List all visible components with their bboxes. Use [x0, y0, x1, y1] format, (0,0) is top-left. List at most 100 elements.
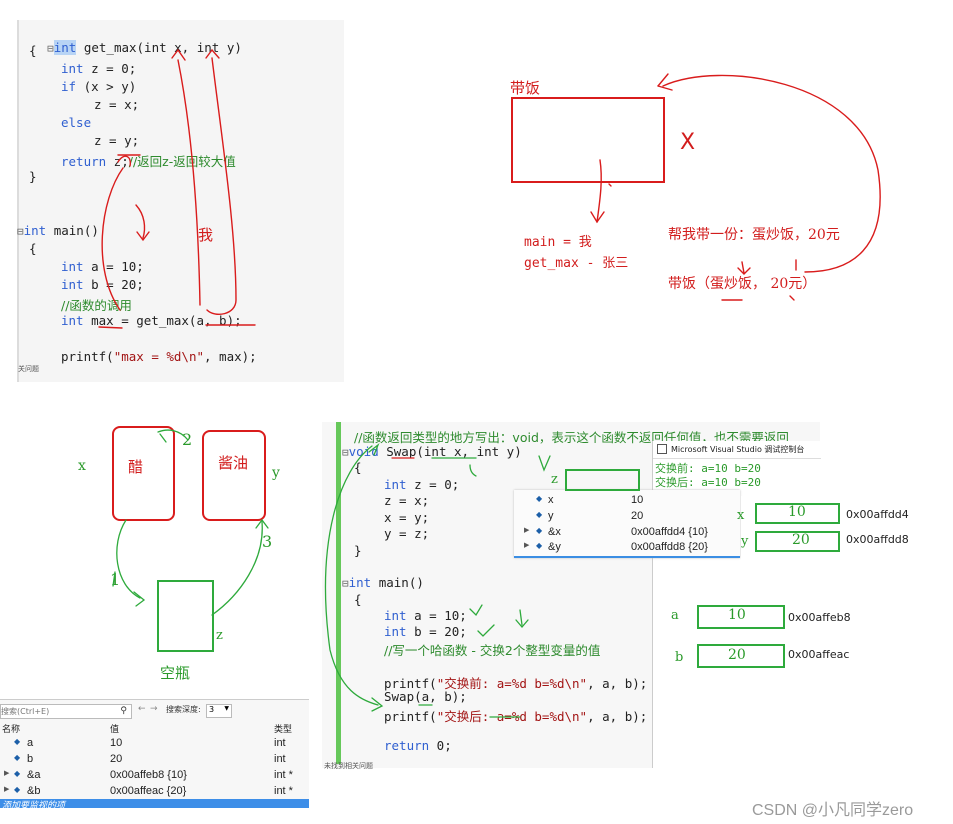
- fold-icon[interactable]: ⊟: [342, 577, 349, 590]
- code-text: get_max(int x, int y): [76, 40, 242, 55]
- label-soy: 酱油: [218, 454, 249, 472]
- fold-icon[interactable]: ⊟: [17, 225, 24, 238]
- table-row[interactable]: ▶ ◆ &y 0x00affdd8 {20}: [514, 541, 740, 556]
- header-value[interactable]: 值: [110, 724, 120, 734]
- code-line: printf("max = %d\n", max);: [61, 349, 257, 364]
- code-text: {: [29, 241, 37, 256]
- code-text: max = get_max(a, b);: [83, 313, 242, 328]
- table-row[interactable]: ▶ ◆ &b 0x00affeac {20} int *: [0, 785, 309, 801]
- label-main: main = 我: [524, 235, 592, 250]
- row-value: 10: [110, 737, 123, 749]
- code-line: return z;//返回z-返回较大值: [61, 151, 236, 170]
- mem-address: 0x00affdd4: [846, 508, 909, 521]
- depth-label: 搜索深度:: [166, 705, 201, 714]
- label-empty-bottle: 空瓶: [160, 664, 191, 682]
- bottle-soy: [202, 430, 266, 521]
- add-watch-text: 添加要监视的项: [2, 801, 66, 808]
- header-type[interactable]: 类型: [274, 724, 293, 734]
- code-line: x = y;: [384, 510, 429, 525]
- watermark: CSDN @小凡同学zero: [752, 802, 914, 819]
- depth-select[interactable]: 3 ▼: [206, 704, 232, 718]
- keyword: void: [348, 444, 379, 459]
- variable-icon: ◆: [536, 526, 543, 535]
- code-line: }: [354, 543, 362, 558]
- mem-value: 10: [788, 504, 806, 520]
- console-line: 交换后: a=10 b=20: [655, 476, 761, 489]
- code-line: //函数的调用: [61, 295, 132, 314]
- bottle-vinegar: [112, 426, 175, 521]
- code-line: z = x;: [384, 493, 429, 508]
- expand-icon[interactable]: ▶: [524, 542, 530, 549]
- table-row[interactable]: ◆ x 10: [514, 494, 740, 509]
- table-row[interactable]: ◆ a 10 int: [0, 737, 309, 753]
- mem-box: [697, 605, 785, 629]
- code-text: z = y;: [94, 133, 140, 148]
- code-text: {: [29, 43, 37, 58]
- row-name: x: [548, 494, 554, 506]
- table-row[interactable]: ◆ b 20 int: [0, 753, 309, 769]
- variable-icon: ◆: [536, 541, 543, 550]
- code-text: x = y;: [384, 510, 430, 525]
- console-title: Microsoft Visual Studio 调试控制台: [671, 445, 805, 454]
- search-icon[interactable]: ⚲: [120, 706, 127, 716]
- keyword: int: [61, 61, 84, 76]
- row-name: a: [27, 737, 34, 749]
- variable-icon: ◆: [14, 785, 21, 794]
- table-row[interactable]: ▶ ◆ &x 0x00affdd4 {10}: [514, 526, 740, 541]
- code-text: printf(: [384, 709, 437, 724]
- code-text: printf(: [61, 349, 114, 364]
- search-placeholder: 搜索(Ctrl+E): [1, 707, 50, 716]
- row-value: 20: [110, 753, 123, 765]
- fold-icon[interactable]: ⊟: [342, 446, 349, 459]
- mem-label: y: [741, 534, 749, 549]
- code-line: ⊟void Swap(int x, int y): [342, 444, 522, 459]
- row-name: y: [548, 510, 554, 522]
- expand-icon[interactable]: ▶: [4, 786, 10, 793]
- mem-address: 0x00affeac: [788, 648, 850, 661]
- bottle-empty: [157, 580, 214, 652]
- variable-icon: ◆: [536, 494, 543, 503]
- label-deliver: 带饭（蛋炒饭， 20元）: [668, 276, 817, 292]
- console-app-icon: [657, 444, 667, 454]
- code-text: y = z;: [384, 526, 430, 541]
- code-line: z = x;: [94, 97, 139, 112]
- label-vinegar: 醋: [128, 458, 144, 476]
- step-1: 1: [110, 570, 121, 589]
- keyword: return: [384, 738, 430, 753]
- label-z: z: [216, 628, 223, 643]
- expand-icon[interactable]: ▶: [524, 527, 530, 534]
- fold-icon[interactable]: ⊟: [47, 42, 54, 55]
- mem-label: b: [675, 650, 684, 665]
- code-text: Swap(int x, int y): [378, 444, 522, 459]
- expand-icon[interactable]: ▶: [4, 770, 10, 777]
- keyword: int: [348, 575, 372, 590]
- code-text: main(): [46, 223, 99, 238]
- row-value: 0x00affeac {20}: [110, 785, 187, 797]
- search-input[interactable]: 搜索(Ctrl+E) ⚲: [0, 704, 132, 719]
- code-line: if (x > y): [61, 79, 136, 94]
- code-line: int b = 20;: [61, 277, 144, 292]
- code-text: {: [354, 460, 362, 475]
- label-request: 帮我带一份：蛋炒饭，20元: [668, 227, 840, 243]
- table-row[interactable]: ◆ y 20: [514, 510, 740, 525]
- row-value: 0x00affdd4 {10}: [631, 526, 708, 538]
- add-watch-row[interactable]: 添加要监视的项: [0, 799, 309, 808]
- keyword: int: [23, 223, 47, 238]
- code-string: "max = %d\n": [113, 349, 204, 364]
- code-text: z = x;: [384, 493, 430, 508]
- back-arrow-icon[interactable]: ←: [138, 704, 146, 714]
- code-comment: //函数的调用: [61, 298, 132, 313]
- table-row[interactable]: ▶ ◆ &a 0x00affeb8 {10} int *: [0, 769, 309, 785]
- code-text: }: [354, 543, 362, 558]
- code-text: b = 20;: [83, 277, 144, 292]
- header-name[interactable]: 名称: [2, 724, 21, 734]
- mem-box: [755, 503, 840, 524]
- keyword: int: [61, 313, 84, 328]
- forward-arrow-icon[interactable]: →: [150, 704, 158, 714]
- rect-box: [511, 97, 665, 183]
- watch-window: 搜索(Ctrl+E) ⚲ ← → 搜索深度: 3 ▼ 名称 值 类型 ◆ a 1…: [0, 699, 309, 808]
- code-string: "交换前: a=%d b=%d\n": [436, 676, 588, 691]
- code-text: printf(: [384, 676, 437, 691]
- keyword: return: [61, 154, 107, 169]
- row-type: int: [274, 753, 286, 765]
